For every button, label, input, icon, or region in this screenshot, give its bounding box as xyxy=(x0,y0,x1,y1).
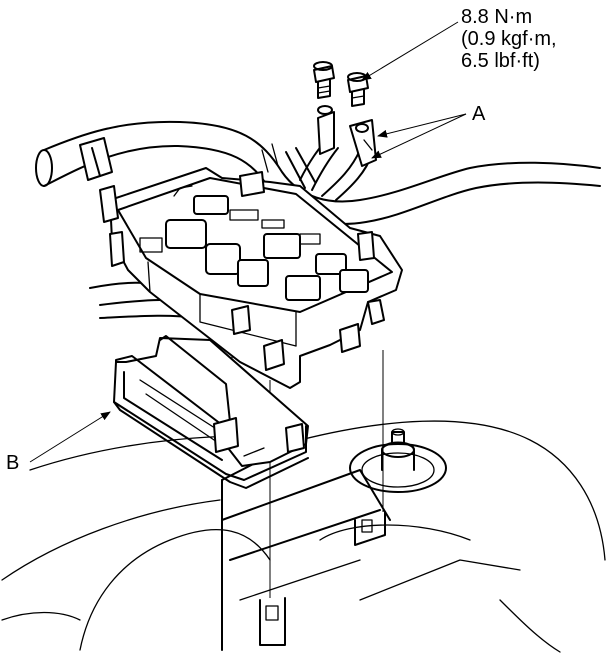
torque-spec-line-2: (0.9 kgf·m, xyxy=(461,28,557,50)
mounting-bracket xyxy=(221,439,391,651)
vehicle-body-floor xyxy=(1,420,606,653)
strut-mount xyxy=(349,428,447,493)
torque-spec-label: 8.8 N·m (0.9 kgf·m, 6.5 lbf·ft) xyxy=(461,6,557,72)
callout-label-a: A xyxy=(472,103,486,125)
fuse-relay-box xyxy=(99,167,403,389)
torque-spec-line-3: 6.5 lbf·ft) xyxy=(461,50,540,72)
callout-arrows xyxy=(29,21,467,463)
lower-cover-b xyxy=(113,335,309,489)
torque-spec-line-1: 8.8 N·m xyxy=(461,6,533,28)
terminal-a xyxy=(317,105,377,167)
callout-label-b: B xyxy=(6,452,20,474)
mounting-bolts xyxy=(313,61,369,107)
